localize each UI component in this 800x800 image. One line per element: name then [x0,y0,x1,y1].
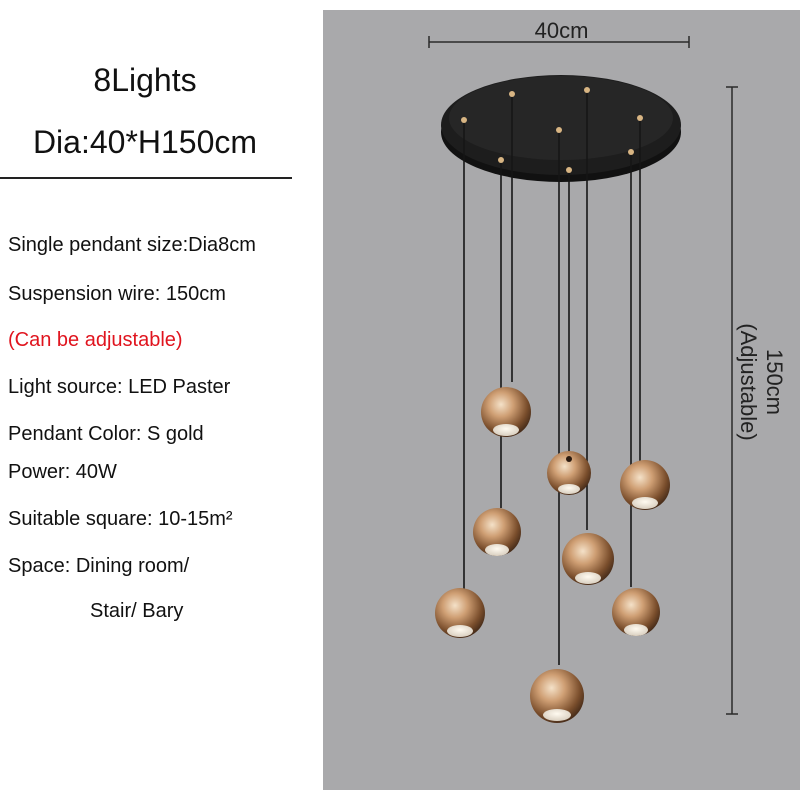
spec-space: Space: Dining room/ [8,555,190,577]
spec-adjustable-note: (Can be adjustable) [8,329,183,351]
canopy-pins [461,87,643,173]
height-value: 150cm [762,348,787,416]
globe-1 [481,387,531,437]
size-title: Dia:40*H150cm [32,124,258,160]
spec-suspension-wire: Suspension wire: 150cm [8,283,226,305]
globe-6 [435,588,485,638]
spec-pendant-color: Pendant Color: S gold [8,423,204,445]
width-label: 40cm [534,18,589,43]
pendant-illustration [428,36,738,723]
suspension-wires [463,90,641,665]
height-adjustable-note: (Adjustable) [736,323,761,441]
globe-7 [612,588,660,636]
height-label: 150cm (Adjustable) [735,323,787,440]
width-dimension-line [428,36,690,48]
globe-5 [562,533,614,585]
height-dimension-line [726,86,738,715]
spec-power: Power: 40W [8,461,117,483]
title-divider [0,177,292,179]
spec-suitable-square: Suitable square: 10-15m² [8,508,233,530]
pendant-globes [435,387,670,723]
light-count-title: 8Lights [93,62,197,98]
globe-2 [547,451,591,495]
globe-8 [530,669,584,723]
globe-4 [473,508,521,556]
spec-light-source: Light source: LED Paster [8,376,231,398]
spec-space-continued: Stair/ Bary [90,600,184,622]
product-photo: 40cm 150cm (Adjustable) [323,10,800,790]
globe-3 [620,460,670,510]
spec-pendant-size: Single pendant size:Dia8cm [8,234,256,256]
